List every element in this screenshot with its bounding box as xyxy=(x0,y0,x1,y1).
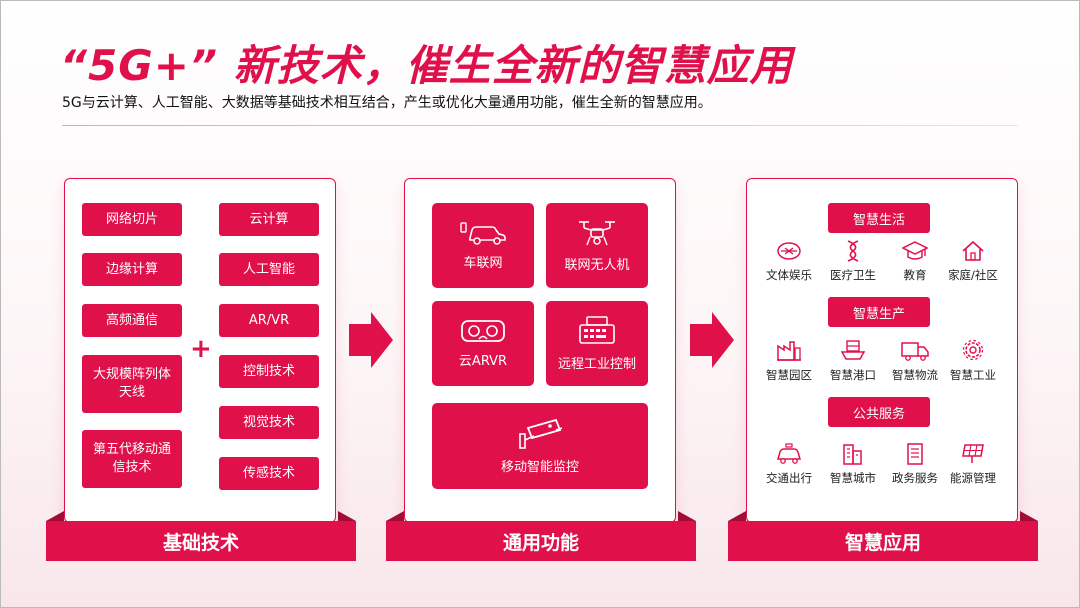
app-label: 智慧港口 xyxy=(830,368,876,382)
group-head-production: 智慧生产 xyxy=(828,297,930,327)
arrow-right-icon xyxy=(349,312,393,368)
function-label: 联网无人机 xyxy=(564,258,630,273)
control-console-icon xyxy=(579,316,615,344)
function-tile-drone: 联网无人机 xyxy=(546,203,648,288)
foundation-chip: 传感技术 xyxy=(219,457,319,490)
foundation-chip: 高频通信 xyxy=(82,304,182,337)
app-item: 教育 xyxy=(880,240,950,283)
foundation-chip: 视觉技术 xyxy=(219,406,319,439)
factory-icon xyxy=(777,341,801,361)
app-item: 智慧物流 xyxy=(880,338,950,383)
app-item: 智慧港口 xyxy=(818,338,888,383)
foundation-chip: 云计算 xyxy=(219,203,319,236)
app-label: 智慧物流 xyxy=(892,368,938,382)
function-tile-industrial-control: 远程工业控制 xyxy=(546,301,648,386)
function-tile-car: 车联网 xyxy=(432,203,534,288)
app-item: 医疗卫生 xyxy=(818,240,888,283)
solar-panel-icon xyxy=(962,444,984,463)
dna-icon xyxy=(847,240,859,262)
functions-band: 通用功能 xyxy=(386,511,696,561)
app-label: 智慧工业 xyxy=(950,368,996,382)
function-tile-surveillance: 移动智能监控 xyxy=(432,403,648,489)
taxi-icon xyxy=(777,443,801,464)
applications-panel xyxy=(746,178,1018,523)
app-item: 文体娱乐 xyxy=(754,240,824,283)
app-item: 能源管理 xyxy=(938,443,1008,486)
document-icon xyxy=(907,443,923,465)
function-label: 远程工业控制 xyxy=(557,357,636,372)
app-label: 政务服务 xyxy=(892,471,938,485)
app-item: 智慧工业 xyxy=(938,338,1008,383)
city-buildings-icon xyxy=(843,444,862,465)
foundation-band: 基础技术 xyxy=(46,511,356,561)
arrow-right-icon xyxy=(690,312,734,368)
app-item: 政务服务 xyxy=(880,443,950,486)
app-label: 交通出行 xyxy=(766,471,812,485)
home-icon xyxy=(962,240,984,261)
group-head-life: 智慧生活 xyxy=(828,203,930,233)
function-tile-vr: 云ARVR xyxy=(432,301,534,386)
foundation-chip: 大规模阵列体天线 xyxy=(82,355,182,413)
security-camera-icon xyxy=(519,418,563,449)
function-label: 车联网 xyxy=(463,256,503,271)
foundation-chip: 网络切片 xyxy=(82,203,182,236)
foundation-chip: 边缘计算 xyxy=(82,253,182,286)
app-label: 家庭/社区 xyxy=(948,268,998,282)
page-subtitle: 5G与云计算、人工智能、大数据等基础技术相互结合，产生或优化大量通用功能，催生全… xyxy=(62,95,712,111)
app-label: 智慧城市 xyxy=(830,471,876,485)
app-label: 能源管理 xyxy=(950,471,996,485)
truck-icon xyxy=(901,342,929,361)
app-item: 智慧城市 xyxy=(818,443,888,486)
app-item: 家庭/社区 xyxy=(938,240,1008,283)
foundation-chip: 控制技术 xyxy=(219,355,319,388)
function-label: 云ARVR xyxy=(458,354,508,369)
car-icon xyxy=(460,222,506,245)
foundation-chip: 第五代移动通信技术 xyxy=(82,430,182,488)
foundation-chip: AR/VR xyxy=(219,304,319,337)
port-ship-icon xyxy=(840,340,866,360)
app-label: 医疗卫生 xyxy=(830,268,876,282)
applications-band: 智慧应用 xyxy=(728,511,1038,561)
vr-goggles-icon xyxy=(461,320,505,342)
group-head-public: 公共服务 xyxy=(828,397,930,427)
plus-sign: + xyxy=(190,334,212,364)
app-label: 智慧园区 xyxy=(766,368,812,382)
drone-icon xyxy=(579,221,615,246)
app-item: 交通出行 xyxy=(754,443,824,486)
graduation-cap-icon xyxy=(902,241,928,260)
function-label: 移动智能监控 xyxy=(500,459,579,475)
app-label: 教育 xyxy=(903,268,927,282)
app-item: 智慧园区 xyxy=(754,338,824,383)
gear-icon xyxy=(962,339,984,361)
app-label: 文体娱乐 xyxy=(766,268,812,282)
foundation-chip: 人工智能 xyxy=(219,253,319,286)
sports-ball-icon xyxy=(777,242,801,260)
page-title: “5G+” 新技术，催生全新的智慧应用 xyxy=(60,41,793,90)
divider xyxy=(62,125,1018,126)
